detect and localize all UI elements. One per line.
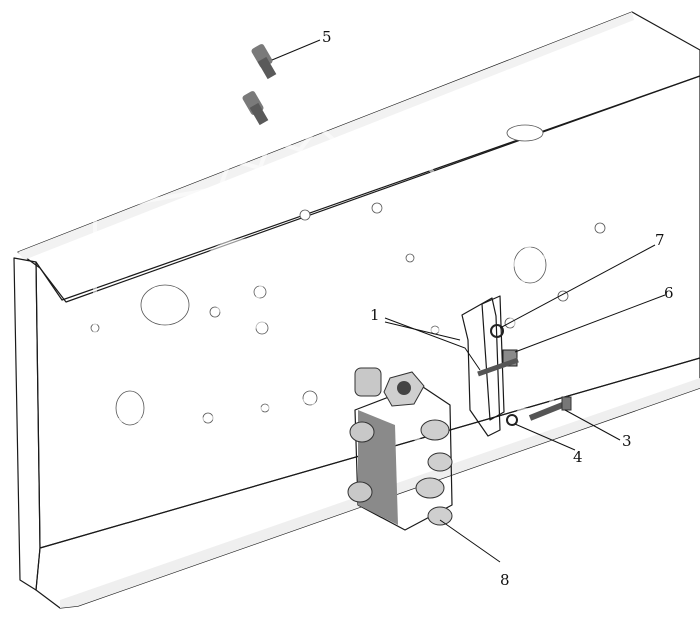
valve-8 <box>347 367 453 531</box>
hole-mid-left <box>115 390 145 426</box>
beam-holes <box>90 124 606 426</box>
beam-left-edge <box>13 257 41 591</box>
hole <box>594 222 606 234</box>
bracket-flange <box>481 295 505 421</box>
leader-1b <box>384 321 461 341</box>
valve-port-left-lower <box>347 481 373 503</box>
bracket-plate <box>461 297 501 437</box>
callout-1: 1 <box>370 306 380 324</box>
leader-8 <box>439 519 501 563</box>
washer-7 <box>490 324 504 338</box>
bolt-4-lower <box>242 91 269 126</box>
callout-labels: 5 7 6 1 3 4 8 <box>322 28 674 589</box>
callout-3: 3 <box>622 432 632 450</box>
hole <box>405 253 415 263</box>
hole <box>253 285 267 299</box>
leader-3 <box>564 409 621 441</box>
stud <box>477 357 519 377</box>
callout-8: 8 <box>500 571 510 589</box>
watermark-text: OPEX <box>188 220 558 359</box>
valve-port-left-upper <box>349 421 375 443</box>
leader-6 <box>514 423 576 451</box>
bolt-4-upper <box>251 44 277 80</box>
bracket <box>461 295 572 437</box>
callout-4: 5 <box>322 28 332 46</box>
leader-4 <box>271 39 321 61</box>
callout-7: 7 <box>655 231 665 249</box>
callout-6: 4 <box>573 448 583 466</box>
valve-top-bore <box>397 381 411 395</box>
hole <box>299 209 311 221</box>
hole <box>209 306 221 318</box>
hole <box>371 202 383 214</box>
hole-large-left <box>140 284 190 326</box>
leader-5 <box>514 294 666 353</box>
bolt-3 <box>528 396 572 421</box>
hole <box>557 290 569 302</box>
hole-top-right <box>506 124 544 142</box>
leader-lines <box>271 39 666 563</box>
leader-7 <box>499 244 656 329</box>
washer-6 <box>506 414 518 426</box>
hole <box>255 321 269 335</box>
valve-caps <box>415 419 453 526</box>
hole-large-right <box>513 246 547 284</box>
valve-top-port <box>354 367 382 397</box>
callout-5: 6 <box>664 284 674 302</box>
